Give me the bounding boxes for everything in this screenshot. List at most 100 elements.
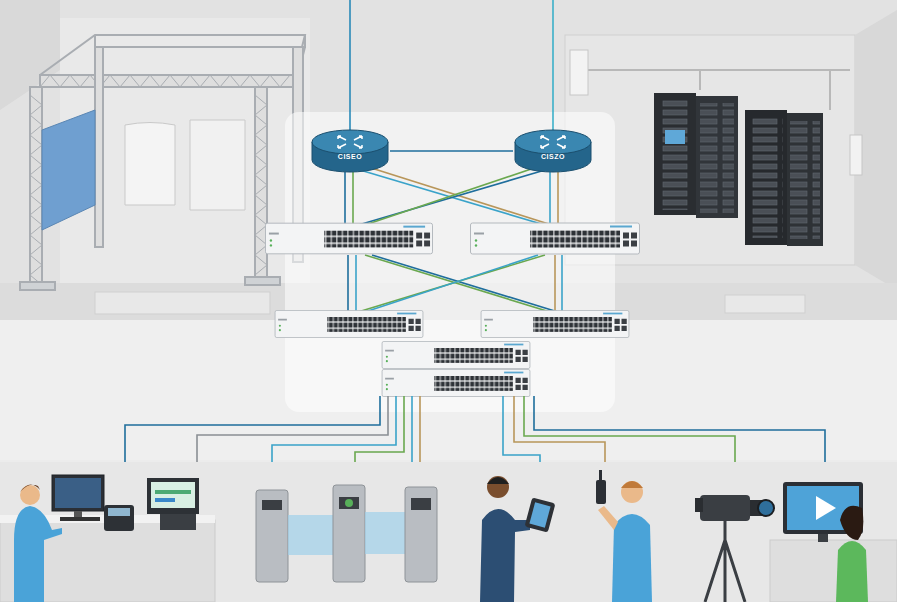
stage-screen [125, 123, 175, 206]
workstation [52, 475, 199, 531]
router-switch-wires [347, 255, 349, 312]
truss-stage [95, 47, 103, 247]
router-switch-wires [365, 255, 550, 312]
server-racks [790, 121, 820, 239]
building [725, 295, 805, 313]
truss-stage [40, 35, 305, 87]
person [480, 509, 530, 602]
workstation [55, 478, 101, 508]
turnstile [345, 499, 353, 507]
workstation [155, 490, 191, 494]
truss-stage [245, 277, 280, 285]
video-camera [758, 500, 774, 516]
server-racks [850, 135, 862, 175]
building [95, 292, 270, 314]
router-shape [541, 136, 565, 148]
turnstile [339, 497, 359, 509]
server-racks [658, 100, 692, 210]
switch [265, 223, 432, 254]
switch [471, 223, 640, 254]
building [0, 320, 897, 460]
glow-panel [285, 112, 615, 412]
person [487, 477, 509, 484]
turnstile [411, 498, 431, 510]
workstation [104, 505, 134, 531]
router-switch-wires [372, 255, 558, 312]
server-racks [696, 96, 738, 218]
person [480, 476, 555, 602]
truss-stage [30, 95, 42, 285]
stage-screen [190, 120, 245, 210]
person [621, 481, 643, 503]
router-shape [513, 128, 593, 174]
router-switch-wires [344, 172, 346, 226]
server-racks [745, 110, 787, 245]
router-shape [338, 136, 362, 148]
switch [265, 223, 639, 397]
video-camera [700, 495, 750, 521]
switch [481, 310, 629, 337]
router-switch-wires [554, 255, 556, 312]
router-switch-wires [358, 255, 545, 312]
truss-stage [40, 75, 290, 87]
router-link [390, 150, 513, 152]
video-monitor [783, 482, 863, 542]
server-racks [570, 50, 588, 95]
switch [382, 369, 530, 396]
server-racks [665, 130, 685, 144]
router-switch-wires [362, 166, 540, 226]
person [14, 506, 62, 602]
person [525, 497, 556, 532]
turnstile [365, 512, 405, 554]
server-racks [700, 103, 734, 213]
turnstile [256, 485, 437, 582]
router-switch-wires [557, 172, 559, 226]
router-label: CISEO [310, 153, 390, 161]
person [529, 502, 550, 527]
person [487, 476, 509, 498]
video-camera [695, 495, 774, 602]
router-link [390, 151, 513, 152]
router-shape [515, 130, 591, 154]
router-shape [312, 130, 388, 154]
turnstile [288, 515, 333, 555]
floor-zone [0, 462, 897, 602]
router: CISZO [513, 128, 593, 174]
person [596, 470, 652, 602]
turnstile [256, 490, 288, 582]
workstation [151, 482, 195, 508]
video-monitor [816, 496, 836, 520]
workstation [147, 478, 199, 514]
truss-stage [30, 87, 42, 287]
server-racks [654, 93, 696, 215]
uplink-wires [349, 0, 351, 138]
router-shape [310, 128, 390, 174]
server-racks [787, 113, 823, 246]
truss-stage [40, 75, 295, 87]
person [598, 506, 618, 530]
person [840, 506, 863, 540]
turnstile [262, 500, 282, 510]
floor-zone [770, 540, 897, 602]
person [599, 470, 602, 480]
stage-screen [42, 110, 95, 230]
server-racks [749, 118, 783, 238]
truss-stage [20, 282, 55, 290]
video-monitor [818, 534, 828, 542]
router-switch-wires [365, 255, 538, 312]
person [836, 506, 868, 602]
uplink-wires [350, 0, 553, 138]
person [621, 481, 643, 488]
video-camera [695, 498, 703, 512]
workstation [160, 514, 196, 530]
person [14, 484, 62, 602]
workstation [52, 475, 104, 511]
person [20, 485, 40, 505]
uplink-wires [552, 0, 554, 138]
stage-screen [42, 110, 245, 230]
